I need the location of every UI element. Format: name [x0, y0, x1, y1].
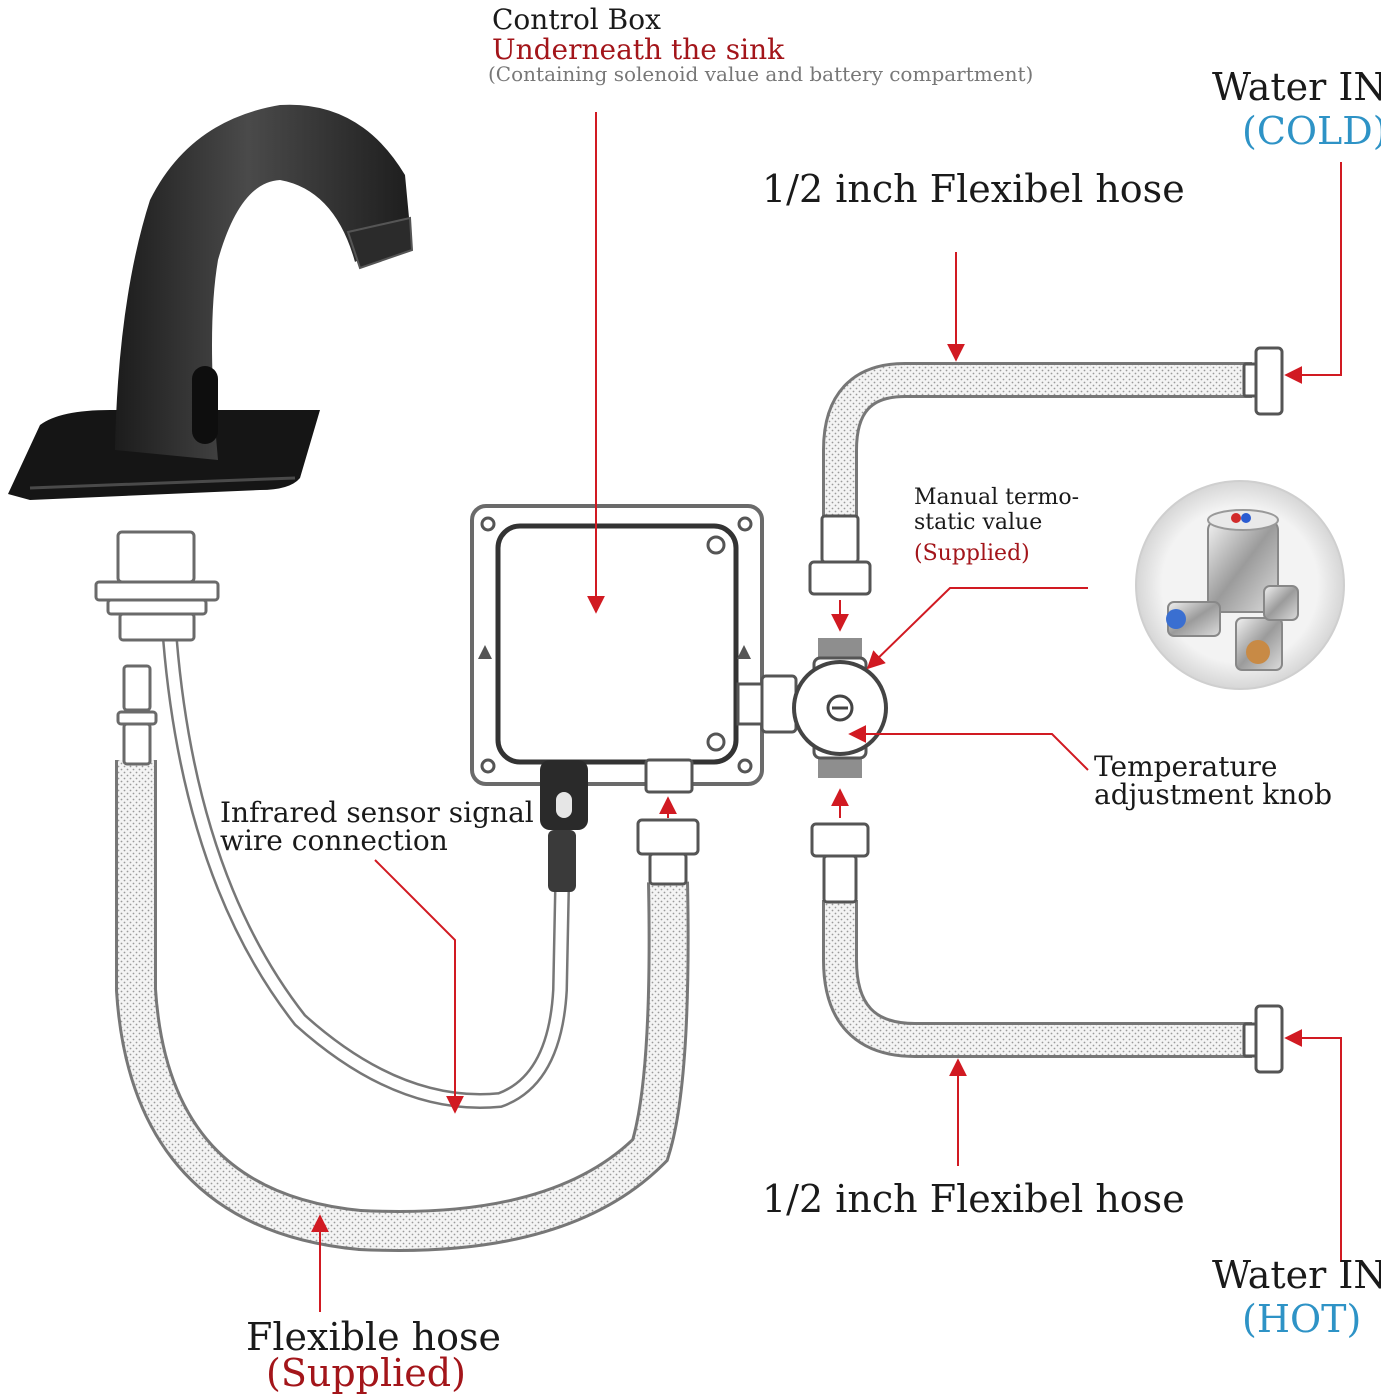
faucet-shank-drawing — [94, 530, 220, 766]
hose-bottom-label: 1/2 inch Flexibel hose — [762, 1177, 1185, 1221]
thermostatic-valve-line2: static value — [914, 510, 1043, 535]
cold-hose-drawing — [808, 346, 1284, 596]
water-in-hot-sub: (HOT) — [1242, 1297, 1362, 1341]
control-box-note: (Containing solenoid value and battery c… — [488, 62, 1034, 86]
hot-hose-drawing — [810, 822, 1284, 1074]
pointer-arrows — [311, 112, 1342, 1312]
water-in-cold-sub: (COLD) — [1242, 109, 1381, 153]
arrow-sensor-wire — [374, 859, 464, 1114]
control-box-location: Underneath the sink — [492, 33, 785, 66]
control-box-drawing — [470, 504, 798, 892]
arrow-water-in-cold — [1284, 162, 1342, 384]
thermostatic-valve-sub: (Supplied) — [914, 541, 1030, 566]
thermostatic-valve-line1: Manual termo- — [914, 485, 1080, 510]
hose-top-label: 1/2 inch Flexibel hose — [762, 167, 1185, 211]
flexible-hose-sub: (Supplied) — [266, 1351, 466, 1395]
sensor-wire-line1: Infrared sensor signal — [220, 796, 534, 829]
flexible-hose-title: Flexible hose — [246, 1315, 501, 1359]
control-box-title: Control Box — [492, 3, 661, 36]
temperature-knob-line2: adjustment knob — [1094, 778, 1333, 811]
sensor-wire-line2: wire connection — [220, 824, 448, 857]
water-in-cold-title: Water IN — [1212, 65, 1381, 109]
valve-photo-bubble — [1135, 480, 1345, 690]
water-in-hot-title: Water IN — [1212, 1253, 1381, 1297]
thermostatic-valve-drawing — [792, 638, 888, 778]
temperature-knob-line1: Temperature — [1094, 750, 1278, 783]
box-outlet-fittings — [636, 818, 700, 886]
arrow-thermostatic-valve — [866, 587, 1088, 670]
flexible-hose-drawing — [115, 639, 690, 1252]
faucet-drawing — [8, 104, 414, 500]
arrow-water-in-hot — [1284, 1029, 1342, 1262]
arrow-temperature-knob — [848, 725, 1089, 771]
